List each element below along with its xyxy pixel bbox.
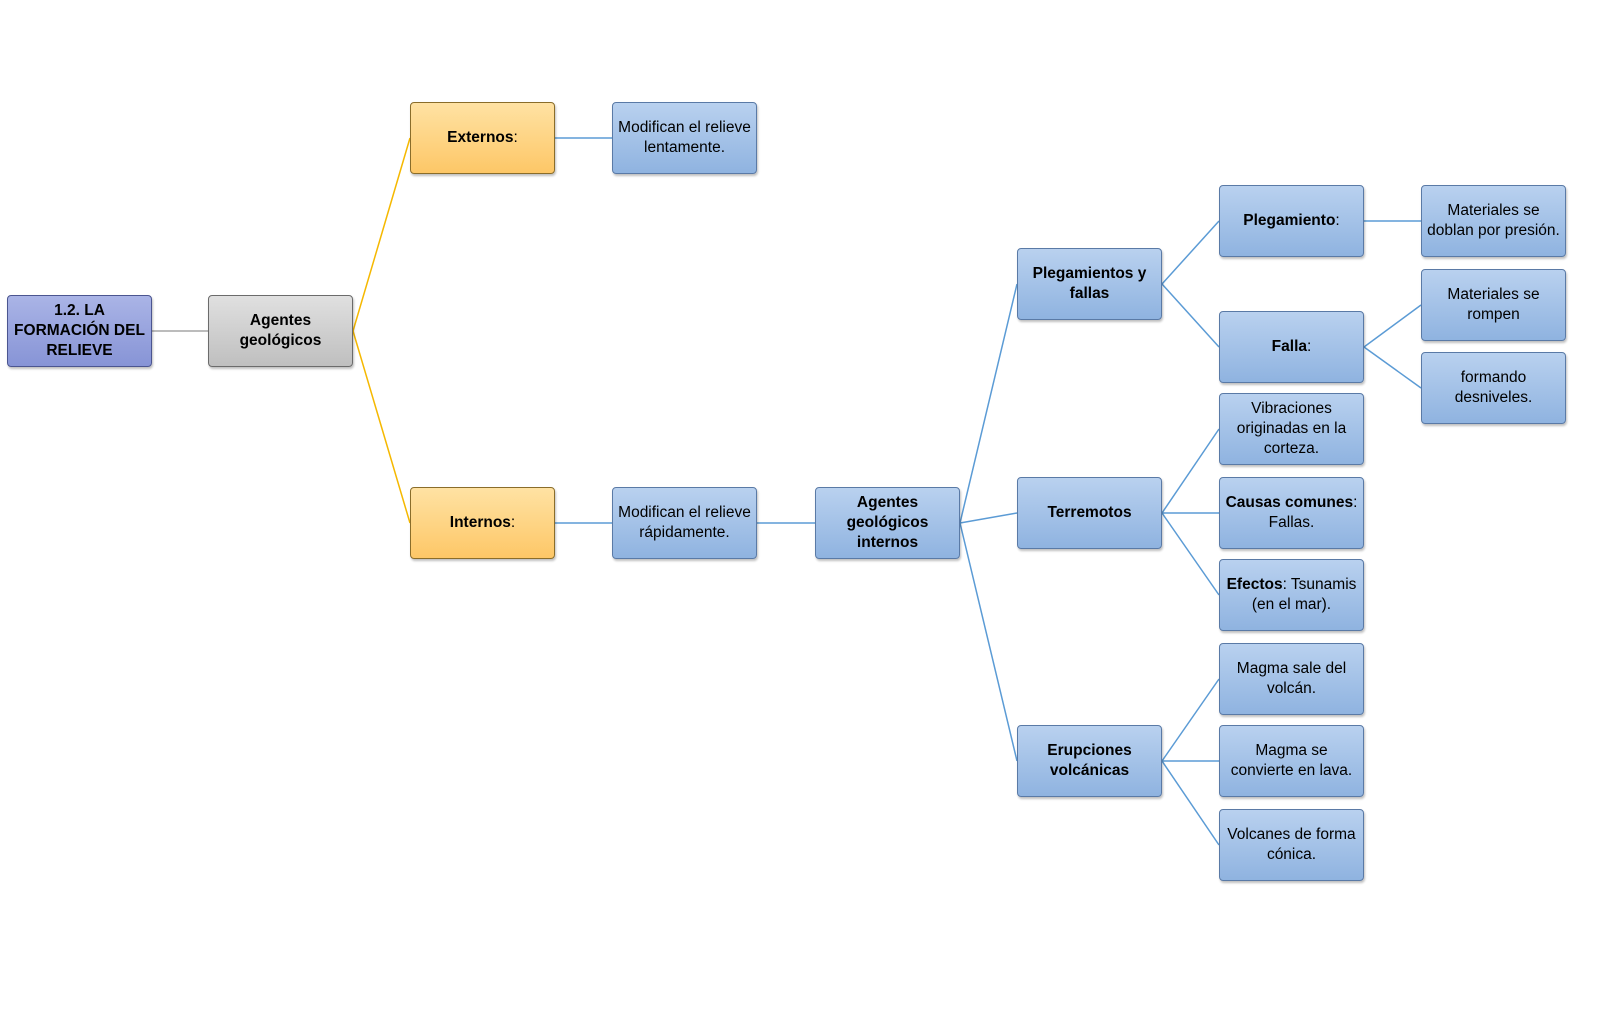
node-magma-sale: Magma sale del volcán. (1219, 643, 1364, 715)
node-internos: Internos: (410, 487, 555, 559)
node-root-title: 1.2. LA FORMACIÓN DEL RELIEVE (7, 295, 152, 367)
node-formando-desniveles: formando desniveles. (1421, 352, 1566, 424)
node-plegamiento: Plegamiento: (1219, 185, 1364, 257)
node-materiales-rompen: Materiales se rompen (1421, 269, 1566, 341)
node-externos-label: Externos (447, 129, 514, 146)
node-externos: Externos: (410, 102, 555, 174)
node-falla: Falla: (1219, 311, 1364, 383)
node-agentes-internos-text: Agentes geológicos internos (846, 494, 929, 551)
node-plegamiento-text: Plegamiento: (1243, 211, 1339, 231)
node-materiales-rompen-text: Materiales se rompen (1447, 286, 1540, 323)
node-efectos-text: Efectos: Tsunamis (en el mar). (1224, 575, 1359, 615)
node-formando-desniveles-text: formando desniveles. (1454, 369, 1533, 406)
node-plegamientos-fallas: Plegamientos y fallas (1017, 248, 1162, 320)
node-agentes-geologicos-text: Agentes geológicos (239, 312, 322, 349)
node-causas-comunes-label: Causas comunes (1225, 494, 1354, 511)
node-vibraciones: Vibraciones originadas en la corteza. (1219, 393, 1364, 465)
node-falla-text: Falla: (1272, 337, 1312, 357)
node-internos-description-text: Modifican el relieve rápidamente. (618, 504, 751, 541)
node-materiales-doblan: Materiales se doblan por presión. (1421, 185, 1566, 257)
node-erupciones-volcanicas: Erupciones volcánicas (1017, 725, 1162, 797)
node-magma-sale-text: Magma sale del volcán. (1236, 660, 1347, 697)
node-agentes-internos: Agentes geológicos internos (815, 487, 960, 559)
node-causas-comunes-text: Causas comunes: Fallas. (1224, 493, 1359, 533)
node-agentes-geologicos: Agentes geológicos (208, 295, 353, 367)
node-plegamiento-suffix: : (1335, 212, 1340, 229)
links-blue (555, 137, 1422, 846)
links-agentes-children (352, 137, 411, 524)
node-falla-suffix: : (1307, 338, 1312, 355)
node-externos-suffix: : (513, 129, 518, 146)
node-internos-text: Internos: (450, 513, 515, 533)
node-vibraciones-text: Vibraciones originadas en la corteza. (1236, 400, 1347, 457)
node-volcanes-forma-text: Volcanes de forma cónica. (1227, 826, 1356, 863)
node-materiales-doblan-text: Materiales se doblan por presión. (1427, 202, 1560, 239)
node-volcanes-forma: Volcanes de forma cónica. (1219, 809, 1364, 881)
node-externos-description: Modifican el relieve lentamente. (612, 102, 757, 174)
node-plegamientos-fallas-text: Plegamientos y fallas (1032, 265, 1147, 302)
node-magma-lava-text: Magma se convierte en lava. (1230, 742, 1353, 779)
node-internos-label: Internos (449, 514, 511, 531)
node-root-title-text: 1.2. LA FORMACIÓN DEL RELIEVE (14, 302, 145, 359)
node-efectos-label: Efectos (1226, 576, 1283, 593)
node-erupciones-volcanicas-text: Erupciones volcánicas (1047, 742, 1132, 779)
node-magma-lava: Magma se convierte en lava. (1219, 725, 1364, 797)
node-efectos: Efectos: Tsunamis (en el mar). (1219, 559, 1364, 631)
node-terremotos-text: Terremotos (1047, 504, 1132, 521)
node-terremotos: Terremotos (1017, 477, 1162, 549)
node-efectos-value: : Tsunamis (en el mar). (1251, 576, 1357, 613)
node-internos-suffix: : (510, 514, 516, 531)
node-internos-description: Modifican el relieve rápidamente. (612, 487, 757, 559)
node-externos-text: Externos: (447, 128, 518, 148)
node-causas-comunes: Causas comunes: Fallas. (1219, 477, 1364, 549)
node-externos-description-text: Modifican el relieve lentamente. (618, 119, 751, 156)
node-causas-comunes-value: : Fallas. (1268, 494, 1358, 531)
node-plegamiento-label: Plegamiento (1243, 212, 1336, 229)
node-falla-label: Falla (1271, 338, 1307, 355)
